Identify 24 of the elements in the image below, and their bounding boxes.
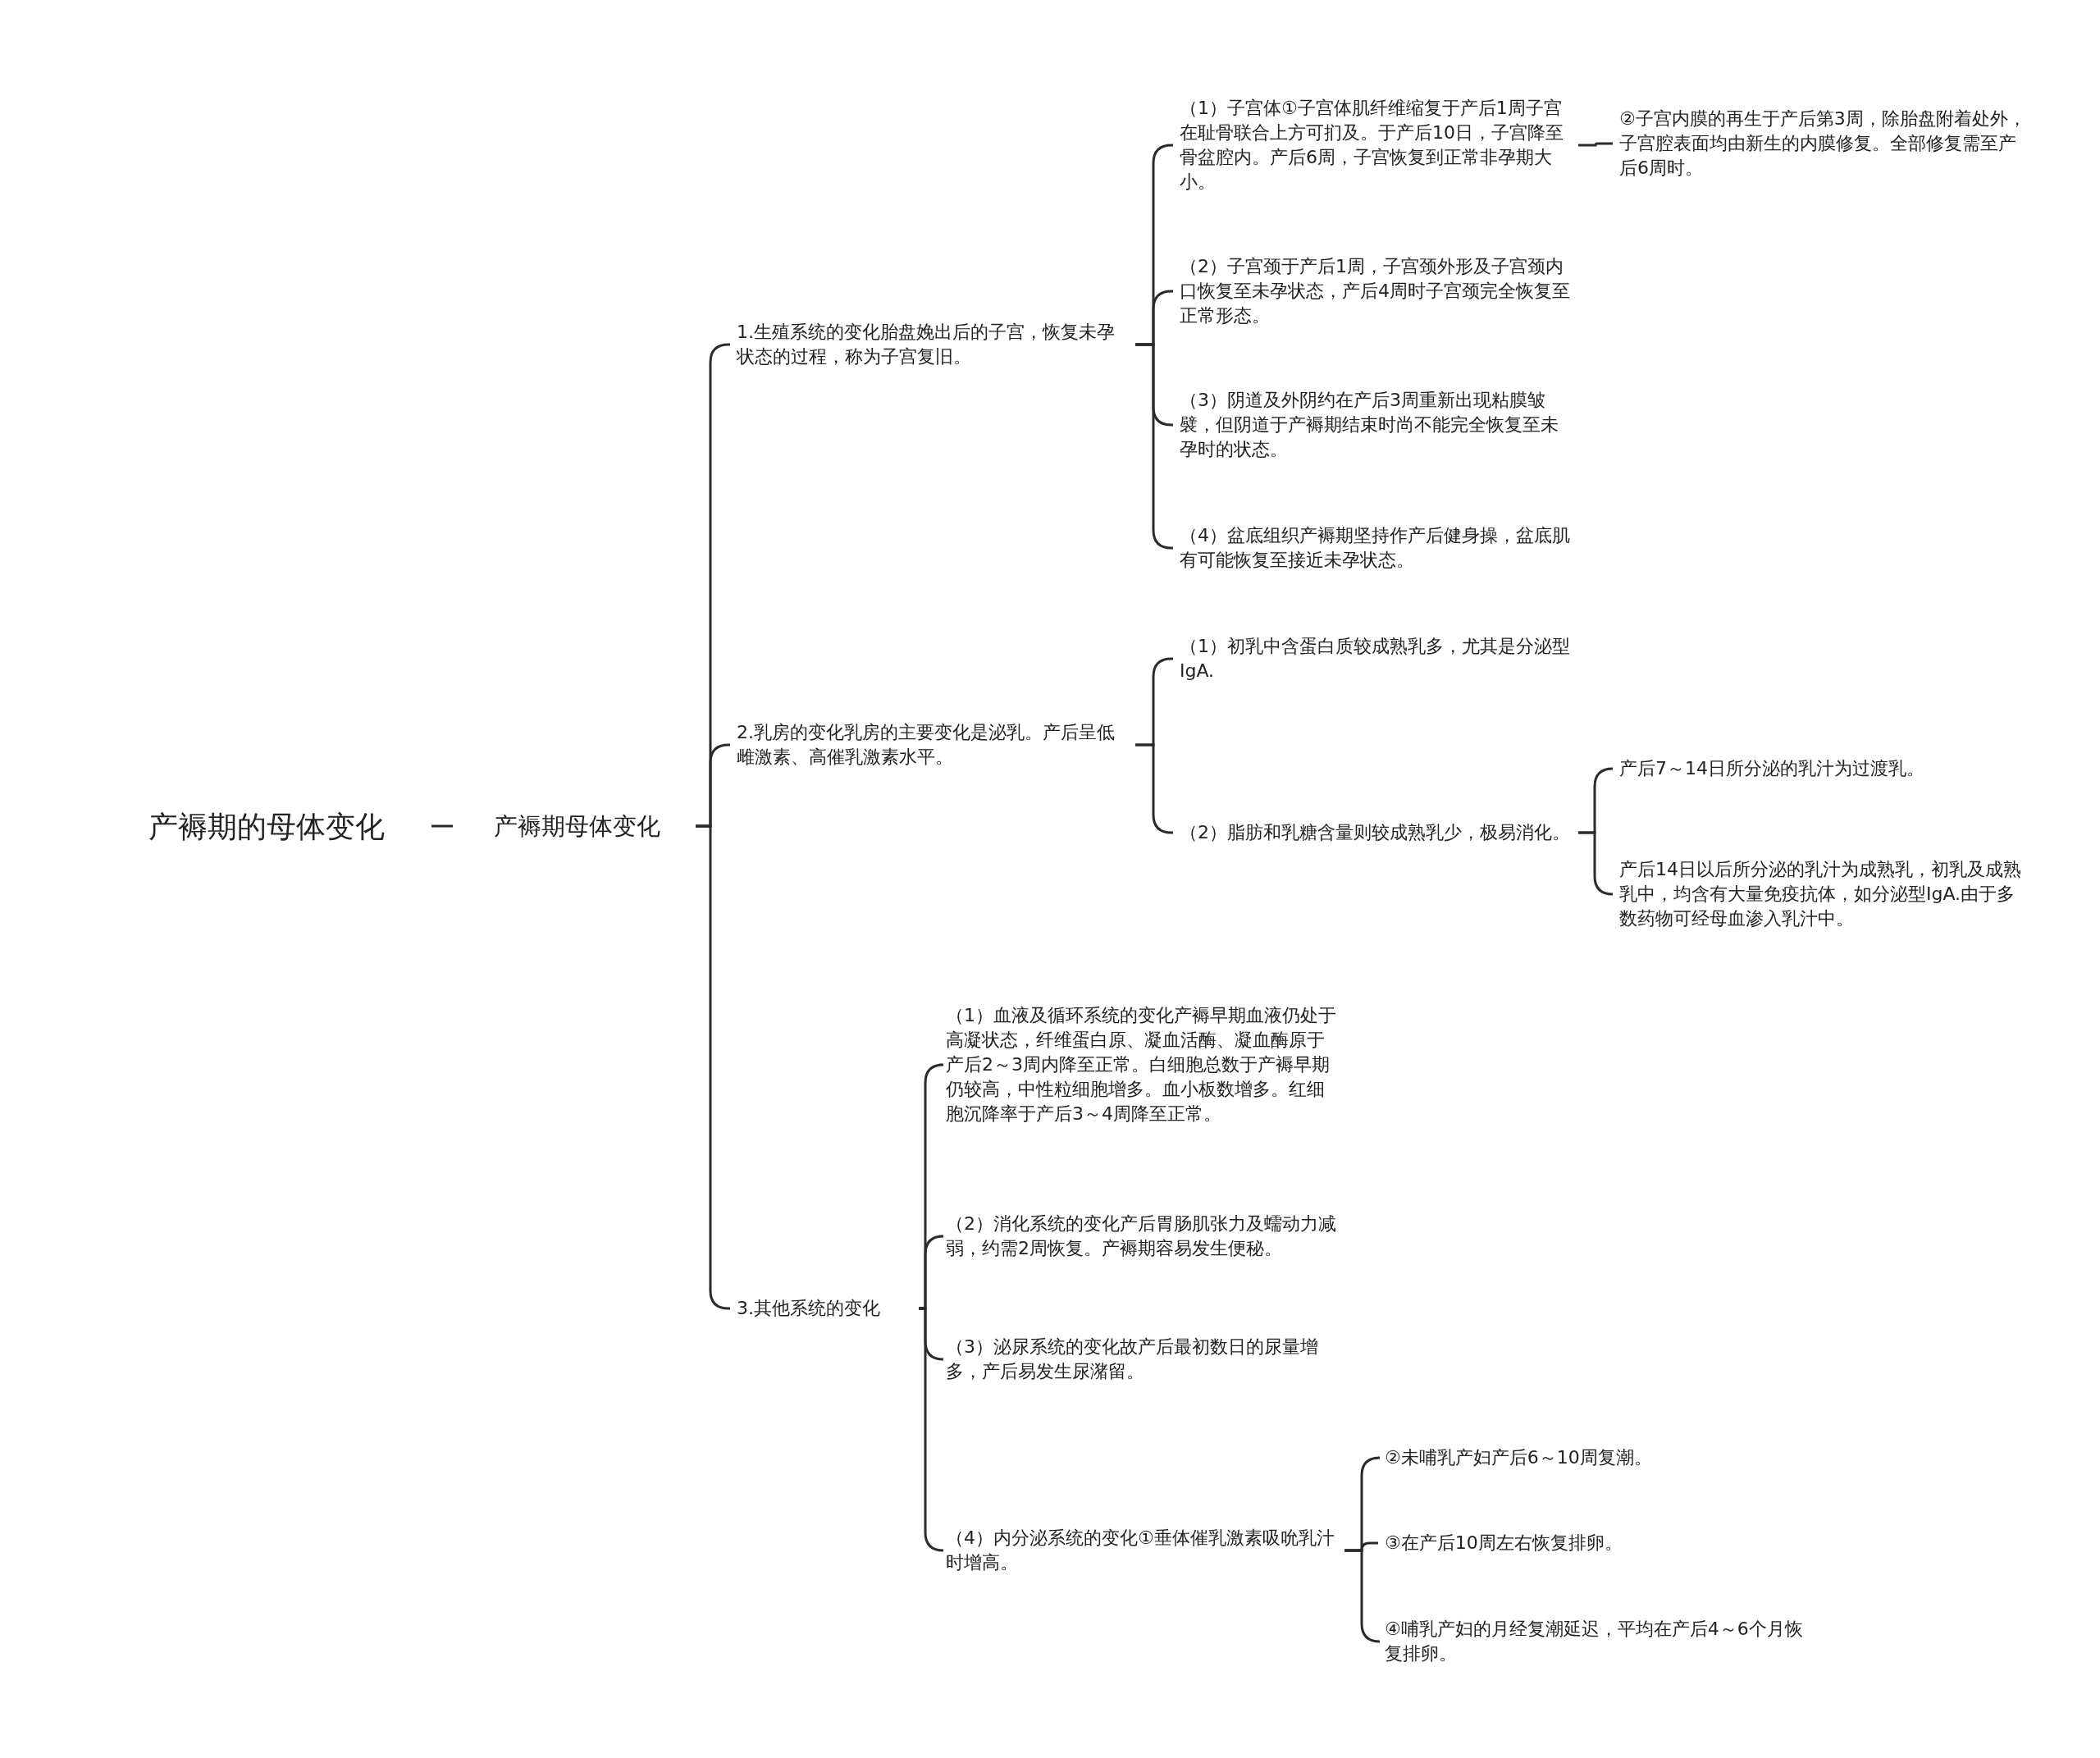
connector-line (431, 824, 453, 828)
topic-text: （1）初乳中含蛋白质较成熟乳多，尤其是分泌型IgA. (1173, 631, 1578, 687)
topic-text: 产后14日以后所分泌的乳汁为成熟乳，初乳及成熟乳中，均含有大量免疫抗体，如分泌型IgA.由于多数药物可经母血渗入乳汁中。 (1613, 854, 2039, 934)
topic-text: 产褥期母体变化 (458, 806, 696, 846)
topic-text: ②子宫内膜的再生于产后第3周，除胎盘附着处外，子宫腔表面均由新生的内膜修复。全部修复需至产后6周时。 (1613, 103, 2039, 184)
topic-text: 产后7～14日所分泌的乳汁为过渡乳。 (1613, 753, 2039, 784)
topic-text: （1）子宫体①子宫体肌纤维缩复于产后1周子宫在耻骨联合上方可扪及。于产后10日，子宫降至骨盆腔内。产后6周，子宫恢复到正常非孕期大小。 (1173, 93, 1578, 198)
connector-line (1578, 142, 1613, 147)
topic-text: 2.乳房的变化乳房的主要变化是泌乳。产后呈低雌激素、高催乳激素水平。 (730, 717, 1135, 773)
central-topic: 产褥期的母体变化 (107, 802, 427, 850)
topic-text: （1）血液及循环系统的变化产褥早期血液仍处于高凝状态，纤维蛋白原、凝血活酶、凝血酶原于产后2～3周内降至正常。白细胞总数于产褥早期仍较高，中性粒细胞增多。血小板数增多。红细胞沉降率于产后3～4周降至正常。 (939, 1000, 1344, 1130)
topic-text: （4）内分泌系统的变化①垂体催乳激素吸吮乳汁时增高。 (939, 1523, 1344, 1578)
topic-text: （3）泌尿系统的变化故产后最初数日的尿量增多，产后易发生尿潴留。 (939, 1331, 1344, 1387)
topic-text: （2）消化系统的变化产后胃肠肌张力及蠕动力减弱，约需2周恢复。产褥期容易发生便秘。 (939, 1208, 1344, 1264)
topic-text: 3.其他系统的变化 (730, 1293, 919, 1324)
topic-text: ④哺乳产妇的月经复潮延迟，平均在产后4～6个月恢复排卵。 (1378, 1614, 1821, 1669)
topic-text: ③在产后10周左右恢复排卵。 (1378, 1527, 1821, 1559)
topic-text: ②未哺乳产妇产后6～10周复潮。 (1378, 1442, 1821, 1473)
topic-text: （2）子宫颈于产后1周，子宫颈外形及子宫颈内口恢复至未孕状态，产后4周时子宫颈完全恢复至正常形态。 (1173, 251, 1578, 331)
topic-text: （3）阴道及外阴约在产后3周重新出现粘膜皱襞，但阴道于产褥期结束时尚不能完全恢复至未孕时的状态。 (1173, 385, 1578, 465)
topic-text: （2）脂肪和乳糖含量则较成熟乳少，极易消化。 (1173, 817, 1578, 848)
topic-text: 1.生殖系统的变化胎盘娩出后的子宫，恢复未孕状态的过程，称为子宫复旧。 (730, 317, 1135, 372)
topic-text: （4）盆底组织产褥期坚持作产后健身操，盆底肌有可能恢复至接近未孕状态。 (1173, 520, 1578, 576)
connector-line (919, 1307, 945, 1552)
